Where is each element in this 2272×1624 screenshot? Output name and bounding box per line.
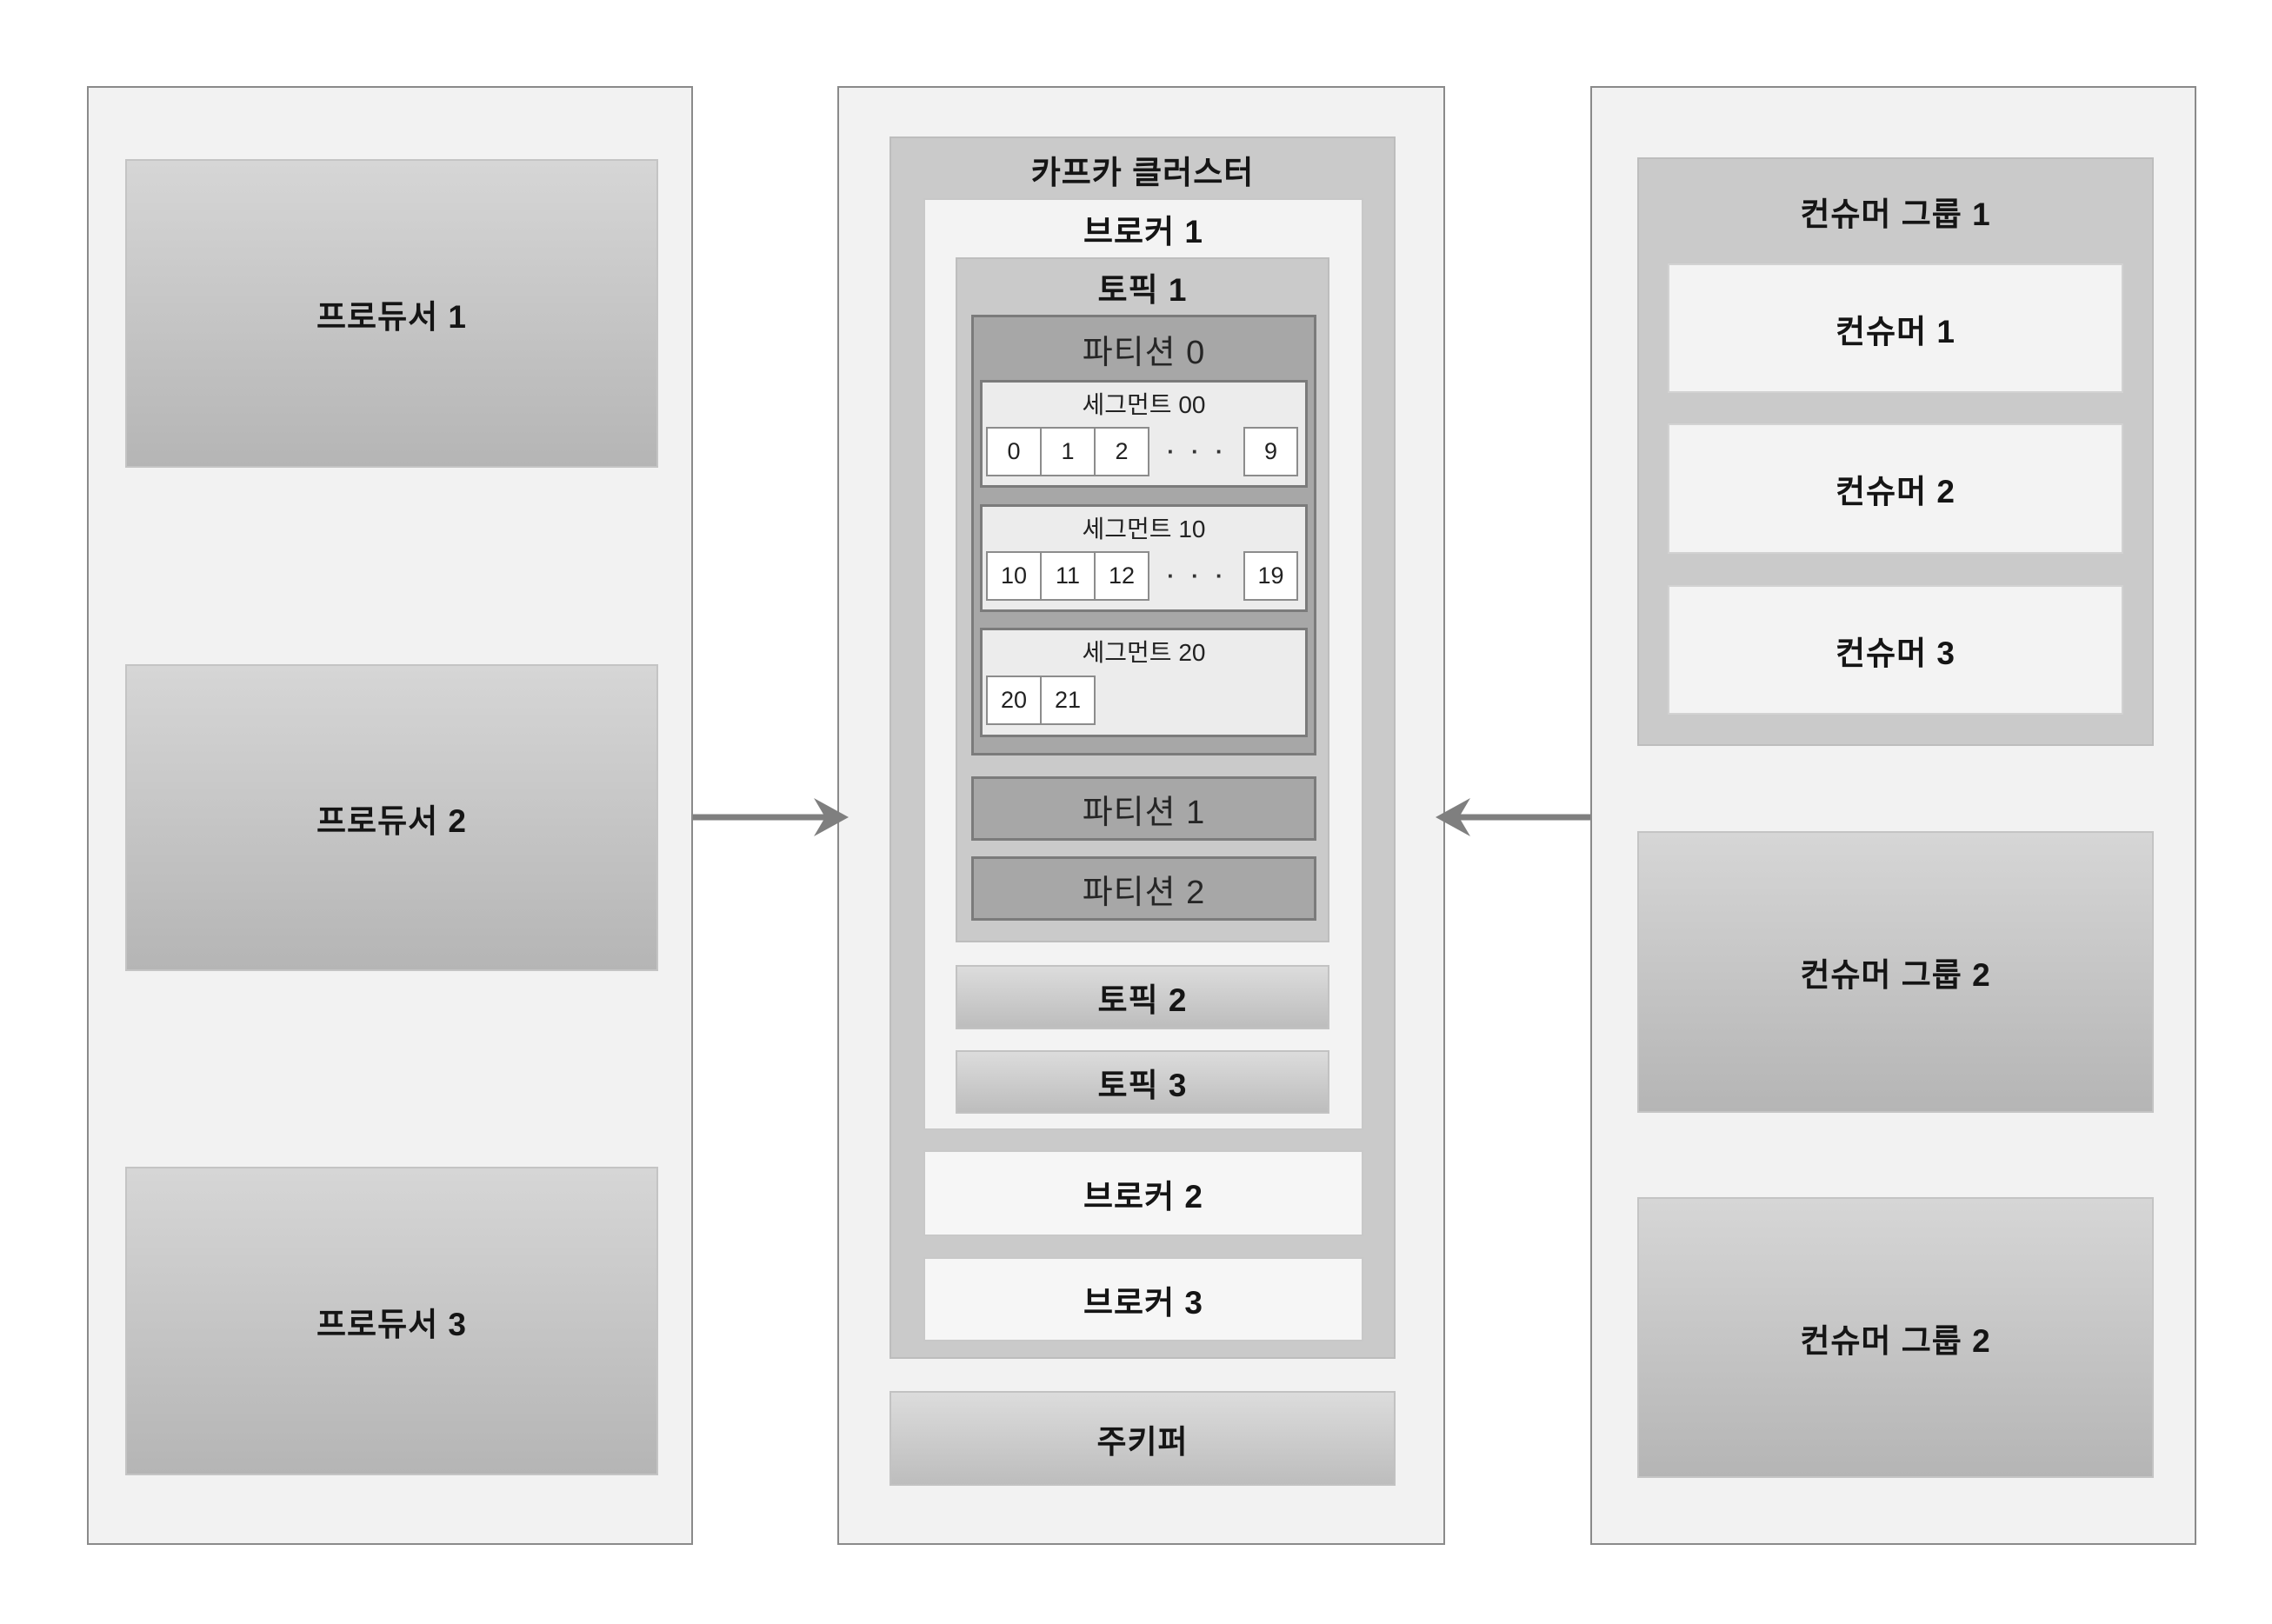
broker-label: 브로커 3 — [1083, 1284, 1203, 1321]
consumer-group-label: 컨슈머 그룹 1 — [1800, 196, 1991, 232]
offset-cell: 19 — [1243, 551, 1298, 601]
partition-label: 파티션 2 — [1082, 874, 1206, 911]
kafka-cluster-box: 카프카 클러스터 브로커 1 토픽 1 파티션 0 — [889, 136, 1396, 1359]
offset-cell: 1 — [1040, 427, 1096, 476]
broker-box: 브로커 2 — [923, 1150, 1363, 1236]
producer-label: 프로듀서 1 — [316, 298, 468, 335]
topic-box: 토픽 3 — [956, 1050, 1329, 1114]
offset-ellipsis: · · · — [1156, 427, 1239, 476]
offset-value: 9 — [1263, 438, 1278, 464]
producer-to-cluster-arrow — [693, 798, 849, 836]
offset-ellipsis: · · · — [1156, 551, 1239, 601]
segment-box: 세그먼트 10 10 11 12 · · · — [980, 504, 1308, 612]
offset-value: 12 — [1108, 562, 1136, 589]
producer-label: 프로듀서 3 — [316, 1306, 468, 1342]
consumer-group-box: 컨슈머 그룹 2 — [1637, 831, 2154, 1113]
consumer-group-box: 컨슈머 그룹 1 컨슈머 1 컨슈머 2 컨슈머 3 — [1637, 157, 2154, 746]
zookeeper-box: 주키퍼 — [889, 1391, 1396, 1486]
producer-panel: 프로듀서 1 프로듀서 2 프로듀서 3 — [87, 86, 693, 1545]
offset-cell: 11 — [1040, 551, 1096, 601]
cluster-title-row: 카프카 클러스터 — [891, 138, 1394, 200]
partition-box: 파티션 2 — [971, 856, 1316, 921]
topic-label: 토픽 2 — [1097, 982, 1188, 1018]
producer-box: 프로듀서 3 — [125, 1167, 658, 1475]
ellipsis-text: · · · — [1167, 562, 1229, 589]
segment-label: 세그먼트 10 — [1082, 516, 1206, 542]
partition-box: 파티션 0 세그먼트 00 0 1 2 — [971, 315, 1316, 755]
offset-value: 2 — [1115, 438, 1129, 464]
segment-title-row: 세그먼트 10 — [983, 507, 1305, 549]
offset-cell: 0 — [986, 427, 1042, 476]
producer-label: 프로듀서 2 — [316, 802, 468, 839]
consumer-box: 컨슈머 1 — [1668, 263, 2123, 393]
offset-cell: 21 — [1040, 676, 1096, 725]
offset-value: 11 — [1055, 562, 1081, 589]
segment-box: 세그먼트 20 20 21 — [980, 628, 1308, 737]
consumer-label: 컨슈머 1 — [1836, 313, 1956, 349]
segment-label: 세그먼트 20 — [1082, 639, 1206, 666]
consumer-to-cluster-arrow — [1436, 798, 1590, 836]
consumer-group-box: 컨슈머 그룹 2 — [1637, 1197, 2154, 1478]
partition-title-row: 파티션 0 — [974, 317, 1314, 380]
offset-value: 20 — [1000, 687, 1028, 713]
consumer-box: 컨슈머 3 — [1668, 585, 2123, 715]
topic-label: 토픽 3 — [1097, 1067, 1188, 1103]
topic-box: 토픽 1 파티션 0 세그먼트 00 0 — [956, 257, 1329, 942]
partition-box: 파티션 1 — [971, 776, 1316, 841]
consumer-label: 컨슈머 3 — [1836, 635, 1956, 671]
topic-title-row: 토픽 1 — [957, 259, 1328, 315]
partition-label: 파티션 0 — [1082, 334, 1206, 371]
offset-value: 1 — [1061, 438, 1075, 464]
partition-label: 파티션 1 — [1082, 794, 1206, 831]
consumer-group-label: 컨슈머 그룹 2 — [1800, 957, 1991, 993]
consumer-box: 컨슈머 2 — [1668, 423, 2123, 554]
producer-box: 프로듀서 2 — [125, 664, 658, 971]
broker-label: 브로커 2 — [1083, 1178, 1203, 1215]
topic-box: 토픽 2 — [956, 965, 1329, 1029]
broker-box: 브로커 3 — [923, 1257, 1363, 1341]
segment-title-row: 세그먼트 20 — [983, 630, 1305, 672]
cluster-panel: 카프카 클러스터 브로커 1 토픽 1 파티션 0 — [837, 86, 1445, 1545]
offset-value: 19 — [1257, 562, 1284, 589]
ellipsis-text: · · · — [1167, 438, 1229, 464]
broker-box: 브로커 1 토픽 1 파티션 0 세그먼트 00 — [923, 198, 1363, 1130]
offset-value: 10 — [1000, 562, 1028, 589]
segment-label: 세그먼트 00 — [1082, 391, 1206, 418]
offset-cell: 20 — [986, 676, 1042, 725]
offset-cell: 9 — [1243, 427, 1298, 476]
consumer-label: 컨슈머 2 — [1836, 474, 1956, 509]
offset-cell: 10 — [986, 551, 1042, 601]
offset-value: 0 — [1007, 438, 1021, 464]
offset-value: 21 — [1054, 687, 1082, 713]
segment-box: 세그먼트 00 0 1 2 · · · — [980, 380, 1308, 488]
consumer-group-label: 컨슈머 그룹 2 — [1800, 1322, 1991, 1359]
topic-label: 토픽 1 — [1097, 272, 1188, 308]
consumer-group-title-row: 컨슈머 그룹 1 — [1639, 159, 2152, 263]
broker-title-row: 브로커 1 — [925, 200, 1362, 257]
consumer-panel: 컨슈머 그룹 1 컨슈머 1 컨슈머 2 컨슈머 3 컨슈머 그룹 2 컨슈머 … — [1590, 86, 2196, 1545]
cluster-title: 카프카 클러스터 — [1030, 154, 1255, 190]
offset-cell: 12 — [1094, 551, 1149, 601]
offset-cell: 2 — [1094, 427, 1149, 476]
segment-title-row: 세그먼트 00 — [983, 383, 1305, 424]
zookeeper-label: 주키퍼 — [1096, 1423, 1189, 1460]
broker-label: 브로커 1 — [1083, 214, 1203, 250]
producer-box: 프로듀서 1 — [125, 159, 658, 468]
